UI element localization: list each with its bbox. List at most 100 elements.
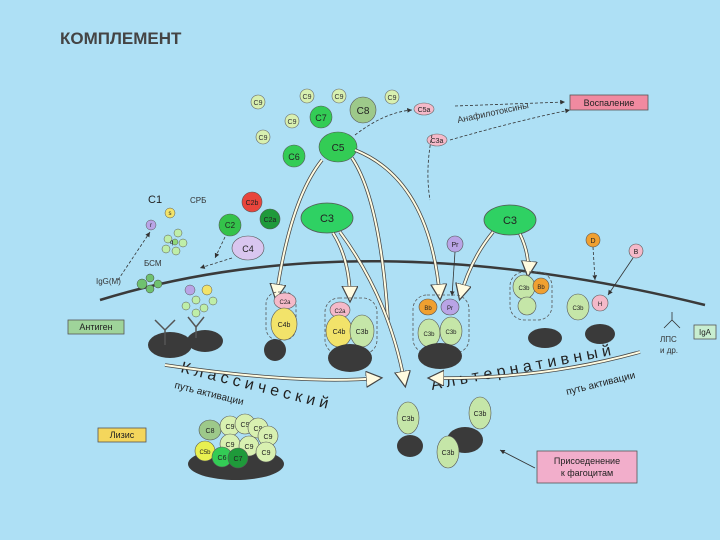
c3b-label: C3b: [402, 416, 415, 423]
c5-node: [318, 131, 358, 163]
target-cell: [328, 344, 372, 372]
c2b-node: [241, 191, 263, 213]
phagocyte-label-line1: Присоеденение: [554, 456, 620, 466]
c7-label: C7: [315, 113, 327, 123]
c6-label: C6: [218, 455, 227, 462]
c7-label: C7: [234, 456, 243, 463]
igg-arrow: [117, 231, 151, 281]
factor-h-complex: C3b H: [566, 293, 615, 344]
lysis-box: [97, 427, 147, 443]
target-cell: [397, 435, 423, 457]
crp-label: СРБ: [190, 196, 206, 205]
alternative-c5-convertase: Bb Pr C3b C3b: [412, 294, 470, 369]
opsonized-cell: C3b C3b: [436, 396, 492, 469]
c3-dashed-arrow: [427, 134, 433, 201]
c8-label: C8: [206, 428, 215, 435]
c4-node: [231, 235, 265, 261]
c5a-node: [413, 102, 435, 116]
q-label: q: [170, 240, 173, 246]
bb-label-2: Bb: [537, 285, 545, 291]
c9-label: C9: [303, 94, 312, 101]
c9-label: C9: [264, 434, 273, 441]
c3a-arrow: [449, 108, 571, 141]
c3-label: C3: [503, 215, 517, 227]
target-cell: [418, 343, 462, 369]
lps-shape: [663, 312, 681, 329]
b-label: B: [634, 249, 639, 256]
c4b-label-2: C4b: [333, 329, 346, 336]
cell-membrane: [99, 259, 706, 307]
r-label: r: [150, 223, 152, 229]
opsonized-cell: C3b: [396, 401, 423, 457]
target-cell: [528, 328, 562, 348]
c8-node: [349, 96, 377, 124]
b-arrow: [607, 257, 634, 296]
c9-node: [384, 89, 400, 105]
bsm-shape: [136, 273, 163, 294]
c3b-label: C3b: [518, 286, 530, 292]
c3b-node-lower: [517, 296, 537, 316]
bb-label: Bb: [424, 306, 432, 312]
s-label: s: [169, 211, 172, 217]
c5-to-classical-arrow: [276, 159, 323, 298]
c2-c4-group: C2b C2 C2a C4: [199, 191, 281, 269]
antigen-label: Антиген: [79, 322, 112, 332]
membrane-attack-complex: C8 C9 C9 C9 C9 C9 C9 C9 C5b C6 C7: [188, 413, 284, 480]
d-label: D: [590, 238, 595, 245]
c3-to-alt-arrow: [460, 231, 494, 298]
bb-node: [418, 298, 438, 316]
alternative-pathway-arrow: [430, 351, 641, 378]
c1-bound: [181, 284, 218, 318]
c3b-label: C3b: [442, 450, 455, 457]
bsm-label: БСМ: [144, 259, 162, 268]
c3b-label: C3b: [474, 411, 487, 418]
c2a-node: [259, 208, 281, 230]
c2a-bound-label: C2a: [279, 300, 291, 306]
c4b-bound-node: [270, 307, 298, 341]
c6-node: [282, 144, 306, 168]
antigen-cell: [187, 330, 223, 352]
c5-label: C5: [332, 143, 345, 154]
c1-complex: C1 СРБ r s q: [145, 194, 206, 256]
terminal-components: C9 C9 C9 C9 C9 C9 C7 C8 C6 C5: [250, 88, 400, 168]
igg-label: IgG(M): [96, 277, 121, 286]
c2-label: C2: [225, 221, 236, 230]
c9-label: C9: [226, 442, 235, 449]
target-cell: [264, 339, 286, 361]
c5-to-alt-arrow: [354, 149, 440, 298]
c1-label: C1: [148, 194, 162, 206]
classical-pathway-arrow: [164, 364, 380, 380]
c9-label: C9: [262, 450, 271, 457]
bb-node-2: [532, 277, 550, 295]
c1q-flower: [161, 228, 188, 256]
c3-to-c3b-arrow: [332, 232, 350, 300]
c3-label: C3: [320, 213, 334, 225]
c3-to-opsonin-arrow: [339, 231, 405, 385]
c2-arrow: [214, 236, 226, 259]
lps-label-line2: и др.: [660, 346, 678, 355]
c3b-label: C3b: [572, 306, 584, 312]
c2-node: [218, 213, 242, 237]
c4-arrow: [199, 257, 233, 269]
c9-node: [250, 94, 266, 110]
alternative-c3-convertase: C3b Bb: [509, 271, 553, 321]
c9-node: [331, 88, 347, 104]
c2a-label-2: C2a: [334, 309, 346, 315]
c7-node: [227, 447, 249, 469]
pr-arrow: [449, 251, 456, 297]
c5-to-c3b-arrow: [350, 157, 390, 321]
c5a-label: C5a: [418, 107, 431, 114]
c9-label: C9: [245, 444, 254, 451]
c4b-bound-label: C4b: [278, 322, 291, 329]
pr-bound-node: [440, 298, 460, 316]
c3b-label-2: C3b: [356, 329, 369, 336]
d-arrow: [592, 246, 598, 281]
b-node: [628, 243, 644, 259]
c3b-node: [396, 401, 420, 435]
antibody: [154, 319, 176, 345]
c3b-node: [566, 293, 590, 321]
r-node: [145, 219, 157, 231]
iga-label: IgA: [699, 328, 712, 337]
